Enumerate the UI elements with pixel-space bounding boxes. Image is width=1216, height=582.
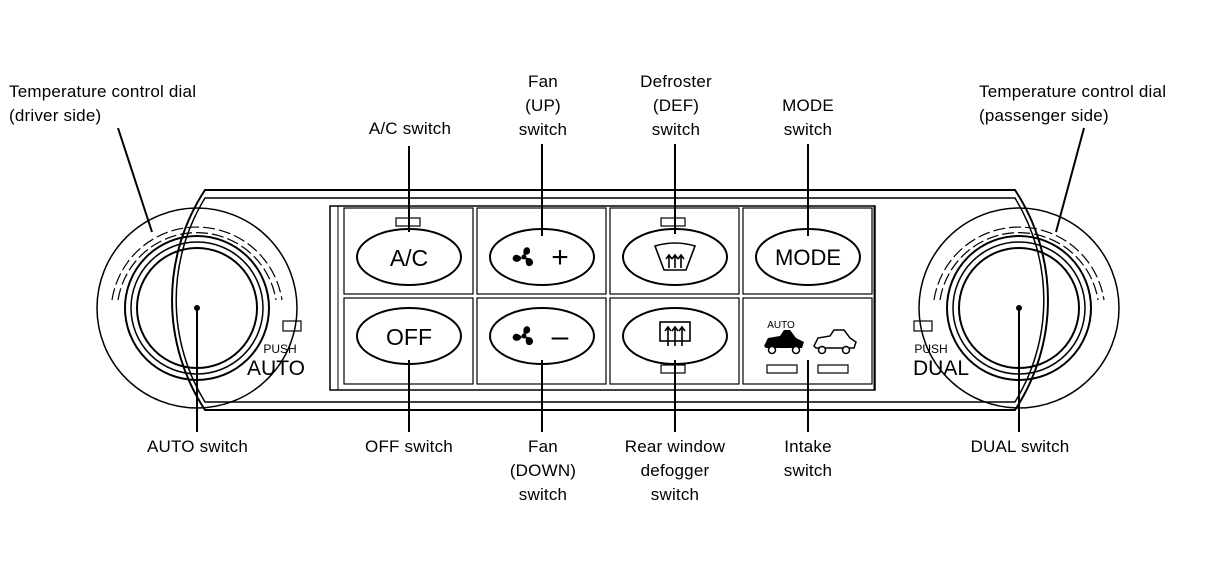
car-recirculation-icon bbox=[764, 330, 804, 355]
callout-intake-switch: Intake switch bbox=[783, 437, 833, 480]
callout-mode-switch: MODE switch bbox=[782, 96, 834, 139]
callout-auto-switch: AUTO switch bbox=[146, 437, 249, 456]
rear-defogger-button[interactable] bbox=[622, 307, 728, 365]
car-fresh-air-icon bbox=[813, 329, 857, 355]
intake-button[interactable]: AUTO bbox=[764, 320, 857, 355]
intake-auto-label: AUTO bbox=[767, 320, 795, 331]
panel-body bbox=[171, 189, 1049, 411]
callout-ac-switch: A/C switch bbox=[368, 119, 452, 138]
auto-label: AUTO bbox=[247, 357, 305, 380]
leader-lines bbox=[117, 127, 1085, 432]
rear-defogger-icon bbox=[659, 321, 691, 346]
fan-icon bbox=[512, 247, 534, 267]
off-button[interactable]: OFF bbox=[356, 307, 462, 365]
callout-fan-up-switch: Fan (UP) switch bbox=[518, 72, 568, 139]
temperature-scale-driver bbox=[111, 226, 283, 301]
dual-indicator bbox=[913, 320, 933, 332]
callout-off-switch: OFF switch bbox=[365, 437, 453, 456]
fan-up-button[interactable]: + bbox=[489, 228, 595, 286]
ac-button[interactable]: A/C bbox=[356, 228, 462, 286]
plus-sign: + bbox=[551, 241, 569, 274]
fan-icon bbox=[512, 326, 534, 346]
off-button-label: OFF bbox=[386, 324, 432, 350]
defroster-button[interactable] bbox=[622, 228, 728, 286]
mode-button-label: MODE bbox=[775, 245, 841, 270]
mode-button[interactable]: MODE bbox=[755, 228, 861, 286]
callout-temperature-dial-driver: Temperature control dial (driver side) bbox=[9, 82, 197, 125]
callout-dual-switch: DUAL switch bbox=[970, 437, 1070, 456]
dual-label: DUAL bbox=[913, 357, 969, 380]
callout-rear-defogger-switch: Rear window defogger switch bbox=[624, 437, 726, 504]
front-defroster-icon bbox=[653, 242, 697, 271]
minus-sign: – bbox=[552, 320, 569, 353]
auto-indicator bbox=[282, 320, 302, 332]
temperature-scale-passenger bbox=[933, 226, 1105, 301]
callout-defroster-switch: Defroster (DEF) switch bbox=[640, 72, 712, 139]
push-label-right: PUSH bbox=[914, 342, 947, 356]
callout-temperature-dial-passenger: Temperature control dial (passenger side… bbox=[979, 82, 1167, 125]
fan-down-button[interactable]: – bbox=[489, 307, 595, 365]
push-label-left: PUSH bbox=[263, 342, 296, 356]
ac-button-label: A/C bbox=[390, 245, 428, 271]
callout-fan-down-switch: Fan (DOWN) switch bbox=[509, 437, 577, 504]
